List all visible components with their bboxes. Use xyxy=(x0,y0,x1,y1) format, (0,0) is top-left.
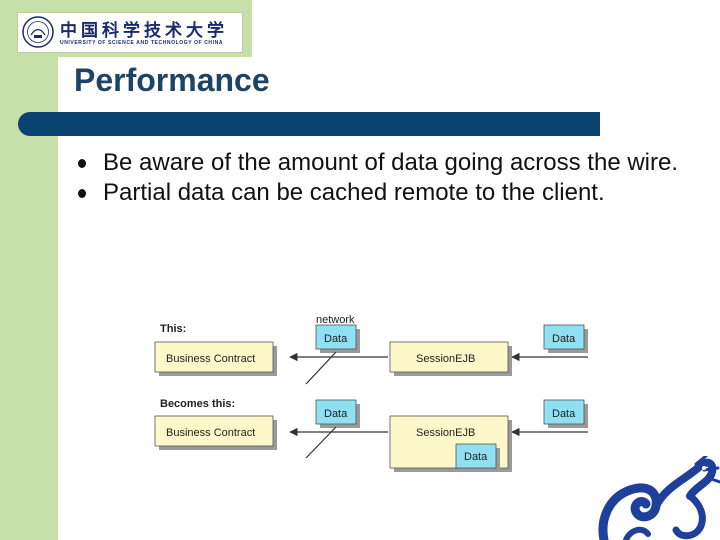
data-label: Data xyxy=(552,408,576,420)
session-ejb-box xyxy=(389,341,509,373)
logo-panel: 中国科学技术大学 UNIVERSITY OF SCIENCE AND TECHN… xyxy=(0,0,252,57)
network-line xyxy=(305,426,337,459)
network-label: network xyxy=(316,314,355,326)
business-contract-box xyxy=(154,415,274,447)
data-box xyxy=(543,399,585,425)
university-name-chinese: 中国科学技术大学 xyxy=(60,21,228,41)
caching-diagram: .dt { font-family: "Liberation Sans", sa… xyxy=(154,314,588,472)
bullet-item: Be aware of the amount of data going acr… xyxy=(78,148,698,178)
data-box xyxy=(315,399,357,425)
data-label: Data xyxy=(324,333,348,345)
bullet-text: Be aware of the amount of data going acr… xyxy=(103,149,679,176)
side-band xyxy=(0,0,58,540)
slide-title: Performance xyxy=(74,62,270,98)
session-ejb-label: SessionEJB xyxy=(416,353,475,365)
business-contract-box xyxy=(154,341,274,373)
session-ejb-label: SessionEJB xyxy=(416,427,475,439)
bullet-text: Partial data can be cached remote to the… xyxy=(103,179,605,206)
data-box xyxy=(315,324,357,350)
bullet-list: Be aware of the amount of data going acr… xyxy=(78,148,698,208)
business-contract-label: Business Contract xyxy=(166,353,255,365)
dragon-emblem-icon xyxy=(598,456,720,540)
data-label: Data xyxy=(552,333,576,345)
bullet-dot-icon xyxy=(78,159,86,168)
university-name-english: UNIVERSITY OF SCIENCE AND TECHNOLOGY OF … xyxy=(60,40,224,46)
data-label: Data xyxy=(464,451,488,463)
becomes-this-label: Becomes this: xyxy=(160,398,235,410)
data-box xyxy=(543,324,585,350)
bullet-item: Partial data can be cached remote to the… xyxy=(78,178,698,208)
title-underline-bar xyxy=(18,112,600,136)
cached-data-box xyxy=(455,443,497,469)
university-seal-icon xyxy=(22,16,54,48)
this-label: This: xyxy=(160,323,186,335)
university-logo: 中国科学技术大学 UNIVERSITY OF SCIENCE AND TECHN… xyxy=(17,12,243,53)
network-line xyxy=(305,351,337,385)
business-contract-label: Business Contract xyxy=(166,427,255,439)
data-label: Data xyxy=(324,408,348,420)
bullet-dot-icon xyxy=(78,189,86,198)
